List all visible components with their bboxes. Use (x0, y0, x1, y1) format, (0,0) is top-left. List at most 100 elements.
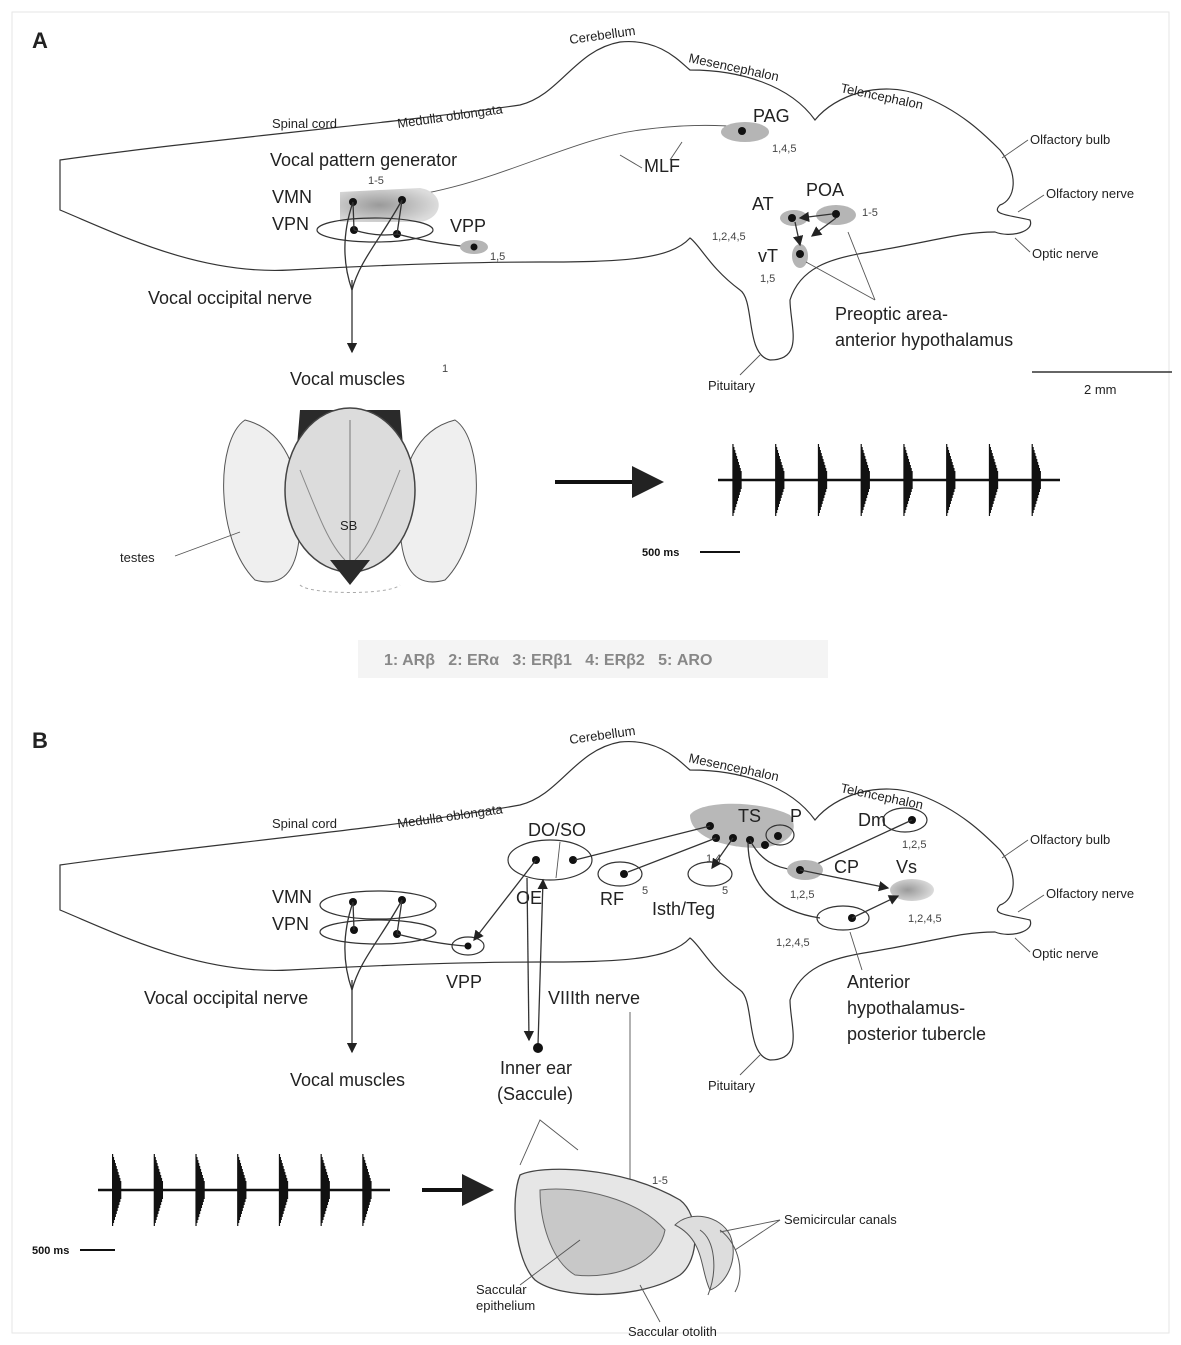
label-mesencephalon-a: Mesencephalon (687, 50, 780, 84)
pulse (363, 1154, 371, 1226)
label-optic-nerve-a: Optic nerve (1032, 246, 1098, 261)
at-neuron (788, 214, 796, 222)
label-pag-num: 1,4,5 (772, 143, 796, 155)
label-inner-ear-2: (Saccule) (497, 1084, 573, 1104)
label-olfactory-bulb-a: Olfactory bulb (1030, 132, 1110, 147)
label-mesencephalon-b: Mesencephalon (687, 750, 780, 784)
label-ts: TS (738, 806, 761, 826)
label-time-scale-a: 500 ms (642, 547, 679, 559)
inner-ear-illustration (515, 1169, 740, 1295)
panel-b: B Cerebellum Mesencephalon Telencephalon… (32, 723, 1134, 1339)
pulse (113, 1154, 121, 1226)
pulse (238, 1154, 246, 1226)
label-vpg-num: 1-5 (368, 175, 384, 187)
label-sacc-oto: Saccular otolith (628, 1324, 717, 1339)
label-cp: CP (834, 857, 859, 877)
label-olfactory-nerve-a: Olfactory nerve (1046, 186, 1134, 201)
isth-ellipse (688, 862, 732, 886)
label-spinal-cord-a: Spinal cord (272, 116, 337, 131)
poa-neuron (832, 210, 840, 218)
label-pituitary-b: Pituitary (708, 1078, 755, 1093)
pulse (776, 444, 784, 516)
pulse (1032, 444, 1040, 516)
label-doso: DO/SO (528, 820, 586, 840)
pulse (733, 444, 741, 516)
label-rf-num: 5 (642, 885, 648, 897)
pulse (904, 444, 912, 516)
label-isth-num: 5 (722, 885, 728, 897)
pulse (989, 444, 997, 516)
label-medulla-b: Medulla oblongata (396, 801, 504, 831)
label-vpp-b: VPP (446, 972, 482, 992)
label-vocal-muscles-b: Vocal muscles (290, 1070, 405, 1090)
label-vs: Vs (896, 857, 917, 877)
waveform-b (98, 1154, 390, 1226)
legend-text: 1: ARβ 2: ERα 3: ERβ1 4: ERβ2 5: ARO (384, 652, 712, 669)
label-inner-ear-1: Inner ear (500, 1058, 572, 1078)
label-vocal-nerve-b: Vocal occipital nerve (144, 988, 308, 1008)
cp-shading (787, 860, 823, 880)
label-cerebellum-a: Cerebellum (568, 23, 636, 47)
label-olfactory-nerve-b: Olfactory nerve (1046, 886, 1134, 901)
label-ah-1: Anterior (847, 972, 910, 992)
label-mlf: MLF (644, 156, 680, 176)
label-poa-num: 1-5 (862, 207, 878, 219)
label-p: P (790, 806, 802, 826)
label-testes: testes (120, 550, 155, 565)
label-sacc-epi-1: Saccular (476, 1282, 527, 1297)
label-vpn-a: VPN (272, 214, 309, 234)
vpn-ellipse-b (320, 920, 436, 944)
swim-bladder-illustration (224, 408, 477, 593)
label-vpp-num-a: 1,5 (490, 251, 505, 263)
label-at: AT (752, 194, 774, 214)
vt-neuron (796, 250, 804, 258)
panel-b-letter: B (32, 728, 48, 753)
panel-a-letter: A (32, 28, 48, 53)
label-olfactory-bulb-b: Olfactory bulb (1030, 832, 1110, 847)
label-dm: Dm (858, 810, 886, 830)
label-poah-1: Preoptic area- (835, 304, 948, 324)
label-vpn-b: VPN (272, 914, 309, 934)
label-ah-2: hypothalamus- (847, 998, 965, 1018)
label-poah-2: anterior hypothalamus (835, 330, 1013, 350)
label-telencephalon-a: Telencephalon (839, 80, 924, 112)
doso-ellipse (508, 840, 592, 880)
waveform-a (718, 444, 1060, 516)
ah-ellipse (817, 906, 869, 930)
pulse (861, 444, 869, 516)
label-sacc-epi-2: epithelium (476, 1298, 535, 1313)
label-vt-num: 1,5 (760, 273, 775, 285)
label-dm-num: 1,2,5 (902, 839, 926, 851)
label-vocal-muscles-a: Vocal muscles (290, 369, 405, 389)
label-viii: VIIIth nerve (548, 988, 640, 1008)
pulse (154, 1154, 162, 1226)
vpp-neuron-a (471, 244, 478, 251)
pag-neuron (738, 127, 746, 135)
label-vpg: Vocal pattern generator (270, 150, 457, 170)
dm-ellipse (883, 808, 927, 832)
label-vmn-b: VMN (272, 887, 312, 907)
label-sb: SB (340, 518, 357, 533)
pulse (818, 444, 826, 516)
label-isth: Isth/Teg (652, 899, 715, 919)
vs-shading (890, 879, 934, 901)
label-pag: PAG (753, 106, 790, 126)
label-poa: POA (806, 180, 844, 200)
label-telencephalon-b: Telencephalon (839, 780, 924, 812)
label-rf: RF (600, 889, 624, 909)
label-vocal-muscles-sup: 1 (442, 363, 448, 375)
label-scale-bar: 2 mm (1084, 382, 1117, 397)
panel-a: A Cerebellum Mesencephalon Telencephalon… (32, 23, 1172, 593)
label-vpp-a: VPP (450, 216, 486, 236)
vmn-ellipse-b (320, 891, 436, 919)
label-vs-num: 1,2,4,5 (908, 913, 942, 925)
label-medulla-a: Medulla oblongata (396, 101, 504, 131)
label-vt: vT (758, 246, 778, 266)
label-cerebellum-b: Cerebellum (568, 723, 636, 747)
label-optic-nerve-b: Optic nerve (1032, 946, 1098, 961)
label-ah-num: 1,2,4,5 (776, 937, 810, 949)
label-semicircular: Semicircular canals (784, 1212, 897, 1227)
label-pituitary-a: Pituitary (708, 378, 755, 393)
